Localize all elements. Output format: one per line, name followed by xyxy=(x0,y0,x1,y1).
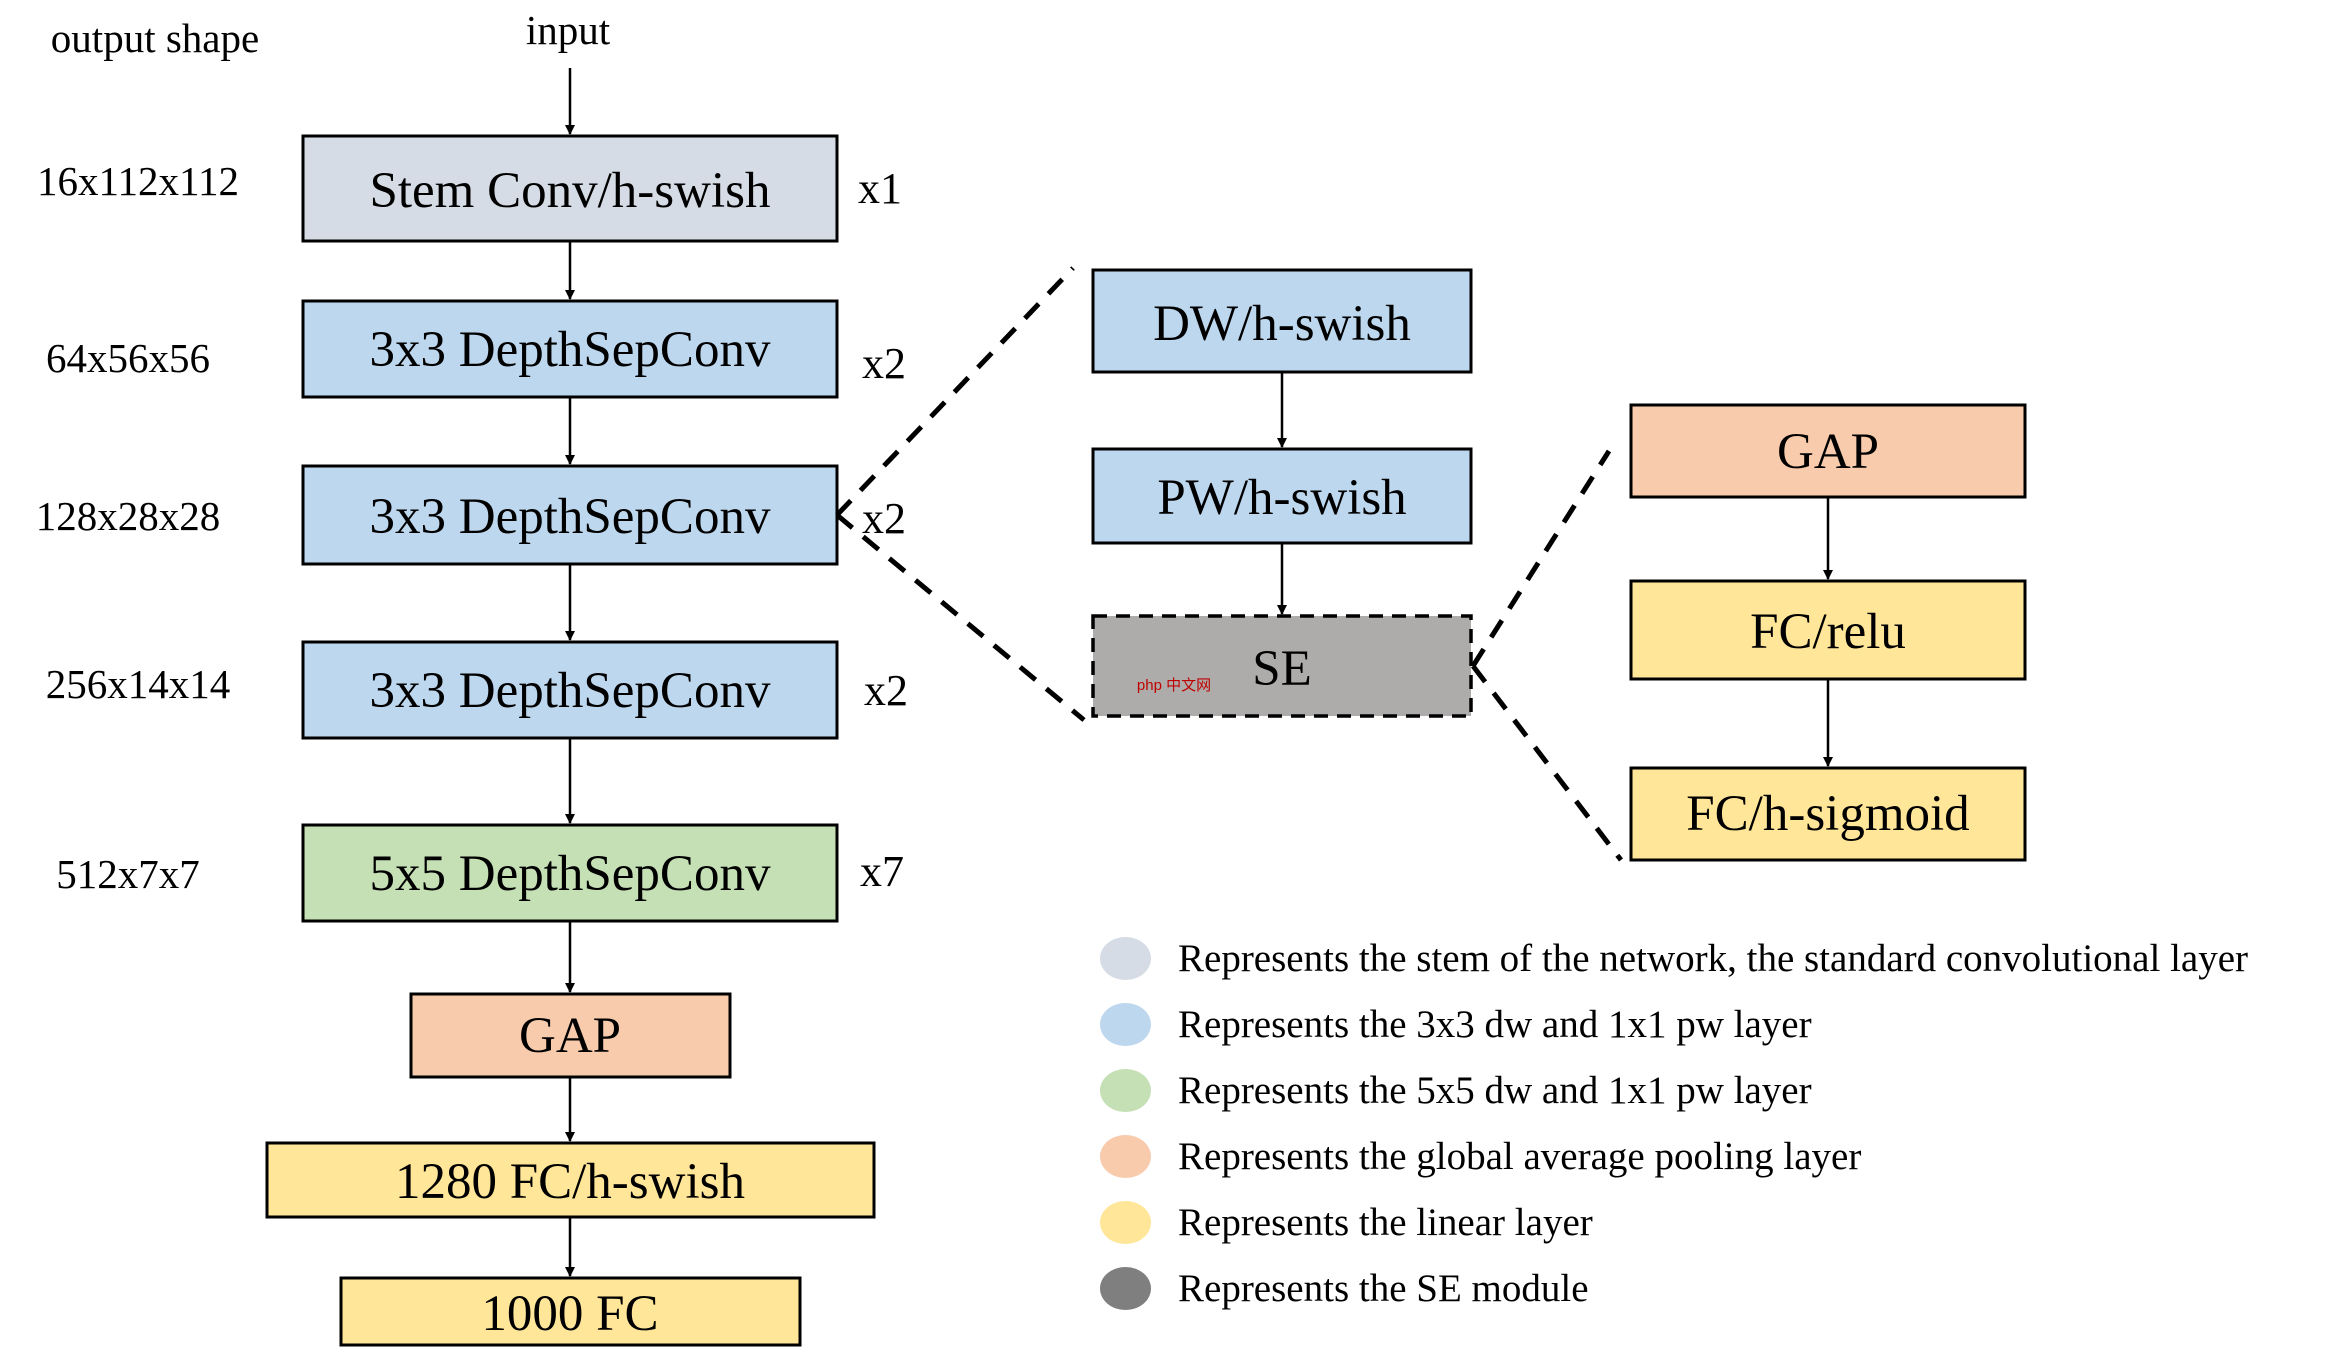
legend-label-linear: Represents the linear layer xyxy=(1178,1200,1593,1244)
legend-item-gap: Represents the global average pooling la… xyxy=(1100,1123,2248,1189)
depthsep-block-1-shape: 64x56x56 xyxy=(46,335,210,381)
se-fc-relu-box xyxy=(1629,579,2027,681)
legend-swatch-linear xyxy=(1100,1200,1151,1244)
legend-swatch-3x3-dw-pw xyxy=(1100,1002,1151,1046)
depthsep-block-3-box xyxy=(301,640,839,740)
depthsep-block-1-repeat: x2 xyxy=(862,339,906,388)
stem-conv-repeat: x1 xyxy=(858,164,902,213)
fc-1280-label: 1280 FC/h-swish xyxy=(395,1154,745,1210)
legend-label-gap: Represents the global average pooling la… xyxy=(1178,1134,1862,1178)
legend-swatch-gap xyxy=(1100,1134,1151,1178)
depthsep-block-1-node: 3x3 DepthSepConv 64x56x56 x2 xyxy=(46,299,906,399)
se-gap-box xyxy=(1629,403,2027,499)
fc-1000-node: 1000 FC xyxy=(339,1276,802,1347)
legend-label-3x3-dw-pw: Represents the 3x3 dw and 1x1 pw layer xyxy=(1178,1002,1812,1046)
stem-conv-label: Stem Conv/h-swish xyxy=(370,163,771,219)
pw-hswish-node: PW/h-swish xyxy=(1091,447,1473,545)
pw-hswish-box xyxy=(1091,447,1473,545)
watermark-text: php 中文网 xyxy=(1137,677,1211,694)
gap-node: GAP xyxy=(409,992,732,1079)
fc-1000-box xyxy=(339,1276,802,1347)
legend-item-3x3-dw-pw: Represents the 3x3 dw and 1x1 pw layer xyxy=(1100,991,2248,1057)
output-shape-header: output shape xyxy=(51,15,259,61)
se-fc-hsigmoid-node: FC/h-sigmoid xyxy=(1629,766,2027,862)
depthsep-block-2-repeat: x2 xyxy=(862,494,906,543)
stem-conv-shape: 16x112x112 xyxy=(37,158,239,204)
fc-1280-node: 1280 FC/h-swish xyxy=(265,1141,876,1219)
dw-hswish-node: DW/h-swish xyxy=(1091,268,1473,374)
se-fc-hsigmoid-label: FC/h-sigmoid xyxy=(1686,786,1969,842)
depthsep-block-3-shape: 256x14x14 xyxy=(46,661,231,707)
zoom-connectors xyxy=(835,266,1623,862)
zoom-line-upper xyxy=(835,266,1075,517)
gap-label: GAP xyxy=(519,1008,621,1064)
depthsep-block-4-box xyxy=(301,823,839,923)
depthsep-block-4-shape: 512x7x7 xyxy=(56,851,200,897)
pw-hswish-label: PW/h-swish xyxy=(1157,470,1406,526)
depthsep-block-2-label: 3x3 DepthSepConv xyxy=(370,489,771,545)
fc-1280-box xyxy=(265,1141,876,1219)
depthsep-block-1-box xyxy=(301,299,839,399)
zoom-line-lower xyxy=(835,513,1086,722)
se-module-node: SE php 中文网 xyxy=(1091,614,1473,718)
dw-hswish-label: DW/h-swish xyxy=(1153,296,1411,352)
input-label: input xyxy=(526,7,611,53)
stem-conv-node: Stem Conv/h-swish 16x112x112 x1 xyxy=(37,134,902,243)
se-module-label: SE xyxy=(1252,641,1312,697)
legend-swatch-5x5-dw-pw xyxy=(1100,1068,1151,1112)
dw-hswish-box xyxy=(1091,268,1473,374)
legend-swatch-stem xyxy=(1100,936,1151,980)
stem-conv-box xyxy=(301,134,839,243)
gap-box xyxy=(409,992,732,1079)
se-module-box xyxy=(1091,614,1473,718)
depthsep-block-4-repeat: x7 xyxy=(860,847,904,896)
legend-swatch-se xyxy=(1100,1266,1151,1310)
depthsep-block-2-node: 3x3 DepthSepConv 128x28x28 x2 xyxy=(36,464,906,566)
depthsep-block-3-repeat: x2 xyxy=(864,666,908,715)
legend-label-stem: Represents the stem of the network, the … xyxy=(1178,936,2249,980)
depthsep-block-1-label: 3x3 DepthSepConv xyxy=(370,322,771,378)
depthsep-detail: DW/h-swish PW/h-swish SE php 中文网 xyxy=(1091,268,1473,718)
se-detail: GAP FC/relu FC/h-sigmoid xyxy=(1629,403,2027,862)
legend-item-stem: Represents the stem of the network, the … xyxy=(1100,925,2248,991)
se-fc-hsigmoid-box xyxy=(1629,766,2027,862)
legend-label-se: Represents the SE module xyxy=(1178,1266,1589,1310)
legend-label-5x5-dw-pw: Represents the 5x5 dw and 1x1 pw layer xyxy=(1178,1068,1812,1112)
legend-item-se: Represents the SE module xyxy=(1100,1255,2248,1321)
depthsep-block-3-node: 3x3 DepthSepConv 256x14x14 x2 xyxy=(46,640,908,740)
se-gap-node: GAP xyxy=(1629,403,2027,499)
se-fc-relu-node: FC/relu xyxy=(1629,579,2027,681)
depthsep-block-2-box xyxy=(301,464,839,566)
legend: Represents the stem of the network, the … xyxy=(1100,925,2248,1321)
depthsep-block-3-label: 3x3 DepthSepConv xyxy=(370,663,771,719)
depthsep-block-2-shape: 128x28x28 xyxy=(36,493,221,539)
se-gap-label: GAP xyxy=(1777,424,1879,480)
main-stack: Stem Conv/h-swish 16x112x112 x1 3x3 Dept… xyxy=(36,134,908,1347)
fc-1000-label: 1000 FC xyxy=(481,1286,658,1342)
se-zoom-line-lower xyxy=(1471,664,1623,862)
legend-item-5x5-dw-pw: Represents the 5x5 dw and 1x1 pw layer xyxy=(1100,1057,2248,1123)
se-fc-relu-label: FC/relu xyxy=(1750,604,1906,660)
legend-item-linear: Represents the linear layer xyxy=(1100,1189,2248,1255)
depthsep-block-4-node: 5x5 DepthSepConv 512x7x7 x7 xyxy=(56,823,904,923)
se-zoom-line-upper xyxy=(1470,449,1612,668)
depthsep-block-4-label: 5x5 DepthSepConv xyxy=(370,846,771,902)
